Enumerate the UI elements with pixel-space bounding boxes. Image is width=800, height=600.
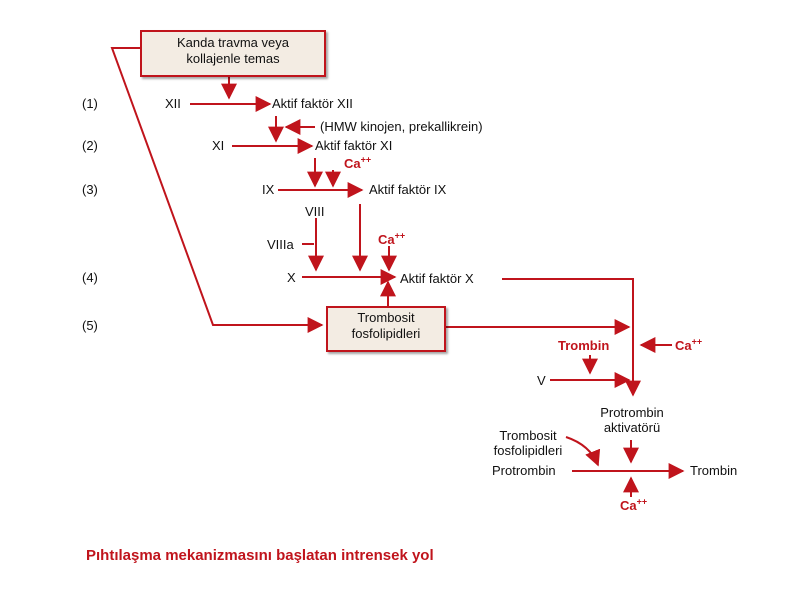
thrombin-out: Trombin [690,463,738,478]
step-3: (3) [82,182,98,197]
calcium-bottom: Ca++ [620,496,648,513]
start-box-line1: Kanda travma veya [176,35,289,50]
platelet-box-line2: fosfolipidleri [351,326,421,341]
active-xii: Aktif faktör XII [272,96,353,111]
platelet-lower-line2: fosfolipidleri [493,443,563,458]
factor-ix: IX [262,182,275,197]
arrow-x-out [502,278,641,397]
arrow-platelet-curve [565,436,601,467]
platelet-box: Trombosit fosfolipidleri [326,306,446,352]
prothrombin-activator-line2: aktivatörü [603,420,661,435]
calcium-step4-charge: ++ [394,230,406,241]
calcium-step3: Ca++ [344,154,372,171]
prothrombin-activator-line1: Protrombin [600,405,664,420]
calcium-bottom-base: Ca [620,498,637,513]
factor-xii: XII [165,96,181,111]
calcium-right-base: Ca [675,338,692,353]
step-4: (4) [82,270,98,285]
step-5: (5) [82,318,98,333]
factor-v: V [537,373,546,388]
thrombin-red: Trombin [558,338,610,353]
factor-xi: XI [212,138,225,153]
calcium-right: Ca++ [675,336,703,353]
prothrombin-label: Protrombin [492,463,556,478]
prothrombin-activator: Protrombin aktivatörü [590,405,674,435]
factor-x: X [287,270,296,285]
arrow-start-diagonal [110,47,324,333]
platelet-lower: Trombosit fosfolipidleri [486,428,570,458]
calcium-step4-base: Ca [378,232,395,247]
calcium-step4: Ca++ [378,230,406,247]
factor-viiia: VIIIa [267,237,294,252]
active-xi: Aktif faktör XI [315,138,393,153]
step-1: (1) [82,96,98,111]
calcium-step3-charge: ++ [360,154,372,165]
calcium-right-charge: ++ [691,336,703,347]
hmw-label: (HMW kinojen, prekallikrein) [320,119,483,134]
calcium-bottom-charge: ++ [636,496,648,507]
start-box-line2: kollajenle temas [186,51,280,66]
active-ix: Aktif faktör IX [369,182,447,197]
start-box: Kanda travma veya kollajenle temas [140,30,326,77]
step-2: (2) [82,138,98,153]
platelet-lower-line1: Trombosit [499,428,557,443]
calcium-step3-base: Ca [344,156,361,171]
active-x: Aktif faktör X [400,271,474,286]
figure-caption: Pıhtılaşma mekanizmasını başlatan intren… [86,547,434,564]
platelet-box-line1: Trombosit [357,310,415,325]
factor-viii: VIII [305,204,325,219]
